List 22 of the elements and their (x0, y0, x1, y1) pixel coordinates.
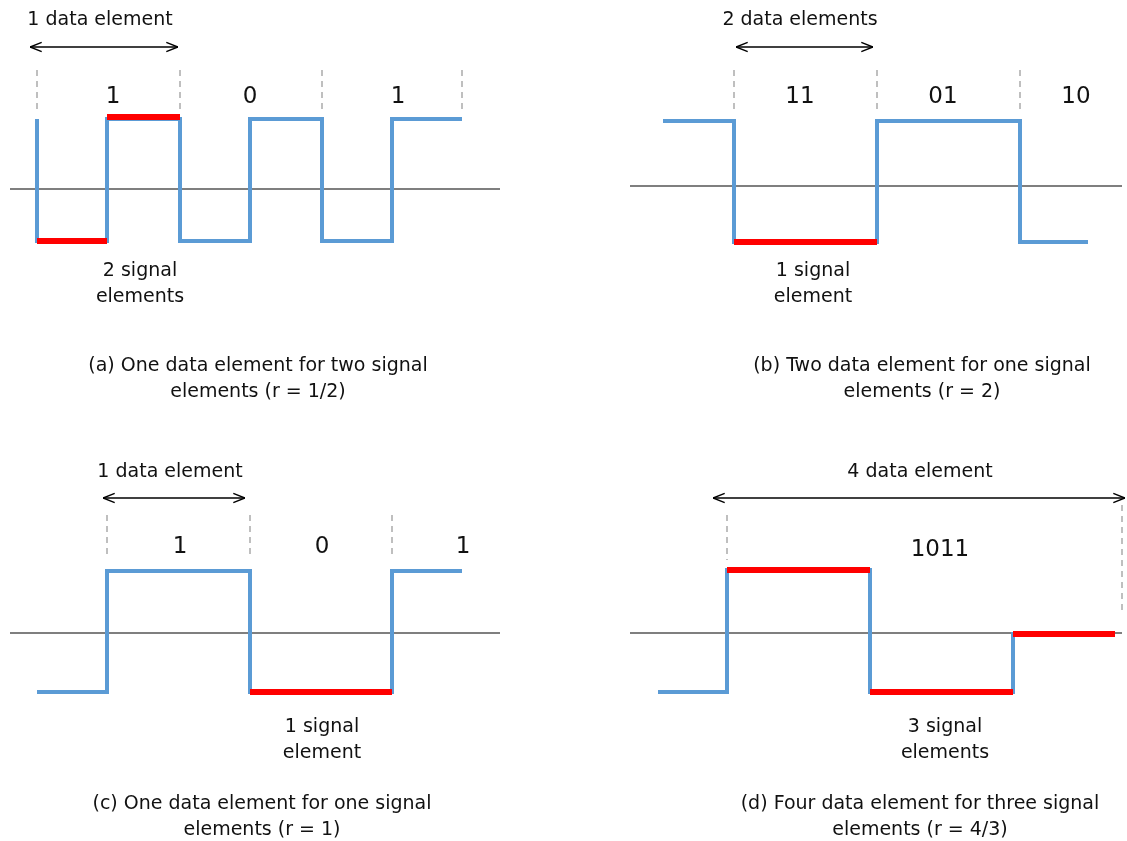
bit-label: 10 (1060, 82, 1092, 108)
dimension-label: 1 data element (96, 458, 244, 483)
bit-label: 11 (784, 82, 816, 108)
caption: (b) Two data element for one signal elements (r = 2) (752, 352, 1092, 403)
bit-label: 0 (313, 532, 331, 558)
signal-count-label: 3 signal elements (899, 713, 991, 764)
bit-label: 1011 (909, 535, 971, 561)
bit-label: 1 (104, 82, 122, 108)
signal-count-label: 1 signal element (281, 713, 363, 764)
dimension-label: 4 data element (846, 458, 994, 483)
bit-label: 1 (389, 82, 407, 108)
caption: (c) One data element for one signal elements (r = 1) (91, 790, 433, 841)
signal-count-label: 2 signal elements (94, 257, 186, 308)
dimension-label: 1 data element (26, 6, 174, 31)
caption: (d) Four data element for three signal elements (r = 4/3) (740, 790, 1100, 841)
bit-label: 0 (241, 82, 259, 108)
signal-count-label: 1 signal element (772, 257, 854, 308)
bit-label: 1 (454, 532, 472, 558)
dimension-label: 2 data elements (721, 6, 879, 31)
bit-label: 1 (171, 532, 189, 558)
bit-label: 01 (927, 82, 959, 108)
caption: (a) One data element for two signal elements (r = 1/2) (87, 352, 429, 403)
